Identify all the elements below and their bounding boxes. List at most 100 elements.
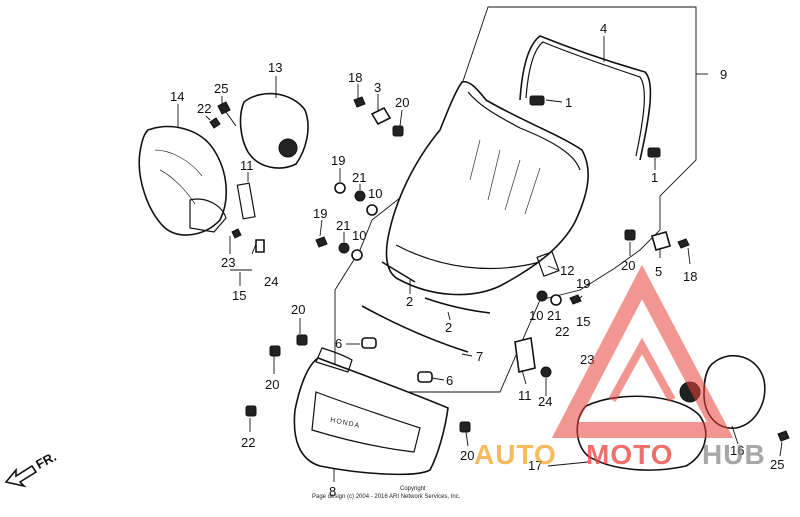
callout-15-left: 15 [232,288,246,303]
spring-11-left [236,182,256,220]
hardware [209,96,790,442]
callout-16: 16 [730,443,744,458]
nut-20-top [392,125,404,137]
mirror-housing-left [138,125,228,236]
callout-21-upper: 21 [352,170,366,185]
callout-13: 13 [268,60,282,75]
screw-19c [569,294,582,305]
callout-20-mid: 20 [291,302,305,317]
mirror-left [239,92,309,169]
bolt-22-lower [245,405,257,417]
copyright-line-2: Page design (c) 2004 - 2016 ARI Network … [312,494,461,500]
windscreen-molding [519,35,652,161]
callout-2-center: 2 [445,320,452,335]
bracket-left [315,347,353,373]
watermark-logo [551,264,734,438]
callout-22-lower: 22 [241,435,255,450]
callout-3: 3 [374,80,381,95]
callout-21-mid: 21 [336,218,350,233]
callout-4: 4 [600,21,607,36]
callout-24-right: 24 [538,394,552,409]
bolt-18-top [353,96,366,108]
watermark-text-moto: MOTO [586,439,673,470]
bolt-25-left [217,101,237,127]
windscreen-molding-inner [525,41,645,157]
nut-20-bottom [459,421,471,433]
windscreen-edge [395,91,581,270]
callout-19-upper: 19 [331,153,345,168]
washer-19a [334,182,346,194]
nut-10c [536,290,548,302]
callout-2-left: 2 [406,294,413,309]
caution-label [536,251,560,277]
nut-10a [366,204,378,216]
clip-lower [647,147,661,158]
callout-1-lower: 1 [651,170,658,185]
callout-18-top: 18 [348,70,362,85]
mirror-housing-left-inner [154,149,203,205]
mirror-left-pivot [278,138,298,158]
front-direction-indicator: FR. [4,449,59,488]
rubber-strip-left [381,261,416,283]
cowl-strip [361,305,469,353]
nut-20-lower [269,345,281,357]
watermark-triangle-icon [551,264,734,438]
callout-7: 7 [476,349,483,364]
callout-10-mid: 10 [352,228,366,243]
watermark-inner-mark [608,337,676,402]
callout-6-upper: 6 [335,336,342,351]
mirror-mount-left [189,198,227,233]
leader-lines [177,36,783,482]
callout-5: 5 [655,264,662,279]
grommet-6a [361,337,377,349]
nut-21a [354,190,366,202]
callout-1-upper: 1 [565,95,572,110]
callout-14: 14 [170,89,184,104]
callout-25-left: 25 [214,81,228,96]
bolt-22-left [209,117,221,129]
callout-10-right: 10 [529,308,543,323]
screw-23-left [231,228,242,239]
callout-8: 8 [329,484,336,499]
callout-22-left: 22 [197,101,211,116]
front-cowl-panel [293,357,449,476]
nut-20-right [624,229,636,241]
callout-20-top: 20 [395,95,409,110]
grommet-6b [417,371,433,383]
callout-19-right: 19 [576,276,590,291]
screw-19b [315,236,328,248]
nut-10b [351,249,363,261]
callout-19-mid: 19 [313,206,327,221]
callout-24-left: 24 [264,274,278,289]
front-arrow-icon [4,464,38,488]
nut-21b [338,242,350,254]
callout-11-left: 11 [240,158,254,173]
nut-20-mid [296,334,308,346]
callout-22-right: 22 [555,324,569,339]
watermark-text-auto: AUTO [474,439,557,470]
callout-20-right: 20 [621,258,635,273]
screw-18-right [677,238,690,249]
callout-15-right: 15 [576,314,590,329]
callout-9: 9 [720,67,727,82]
front-cowl-recess [311,391,421,453]
bracket-5 [651,231,671,251]
watermark-text-hub: HUB [702,439,766,470]
watermark-text: AUTO MOTO HUB [474,439,766,470]
front-label: FR. [33,449,59,472]
clip-24-right [540,366,552,378]
bolt-25-right [777,430,790,442]
bracket-11-right [514,337,536,373]
callout-20-bottom: 20 [460,448,474,463]
callout-11-right: 11 [518,388,532,403]
callout-12: 12 [560,263,574,278]
callout-20-lower: 20 [265,377,279,392]
clip-24-left [255,239,265,253]
callout-23-left: 23 [221,255,235,270]
rubber-strip-center [424,297,491,314]
callout-18-right: 18 [683,269,697,284]
nut-21c [550,294,562,306]
callout-6-lower: 6 [446,373,453,388]
